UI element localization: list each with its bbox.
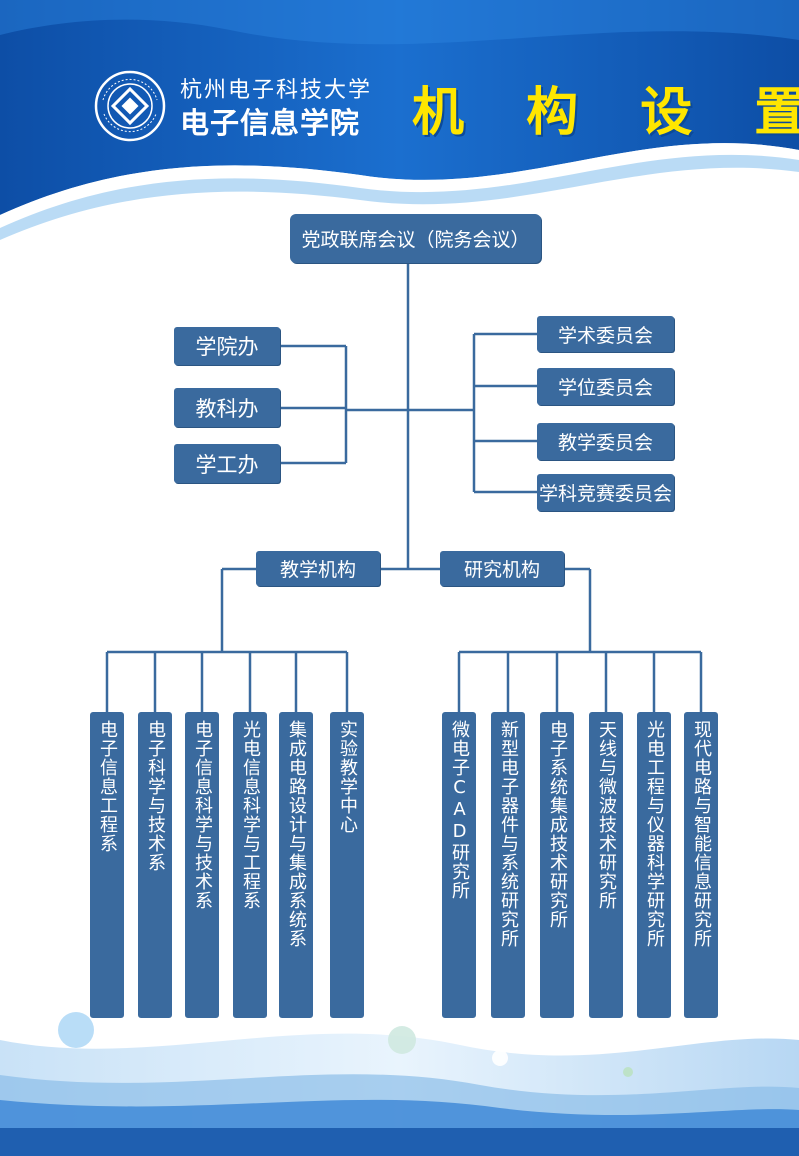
- office-node: 学院办: [174, 327, 280, 365]
- research-institutions-node: 研究机构: [440, 551, 564, 586]
- committee-node: 学术委员会: [537, 316, 674, 352]
- page-title: 机 构 设 置: [412, 82, 799, 143]
- root-node-party-council: 党政联席会议（院务会议）: [290, 214, 541, 263]
- research-unit: 新型电子器件与系统研究所: [491, 712, 525, 1018]
- committee-node: 学位委员会: [537, 368, 674, 405]
- university-name: 杭州电子科技大学: [180, 78, 373, 103]
- office-node: 学工办: [174, 444, 280, 483]
- teaching-unit: 电子信息工程系: [90, 712, 124, 1018]
- teaching-unit: 电子信息科学与技术系: [185, 712, 219, 1018]
- college-name: 电子信息学院: [180, 106, 361, 140]
- teaching-unit: 集成电路设计与集成系统系: [279, 712, 313, 1018]
- committee-node: 教学委员会: [537, 423, 674, 460]
- research-unit: 微电子CAD研究所: [442, 712, 476, 1018]
- teaching-institutions-node: 教学机构: [256, 551, 380, 586]
- teaching-unit: 光电信息科学与工程系: [233, 712, 267, 1018]
- footer-bar: [0, 1128, 799, 1156]
- college-logo: [94, 70, 166, 142]
- teaching-unit: 实验教学中心: [330, 712, 364, 1018]
- research-unit: 光电工程与仪器科学研究所: [637, 712, 671, 1018]
- teaching-unit: 电子科学与技术系: [138, 712, 172, 1018]
- office-node: 教科办: [174, 388, 280, 427]
- research-unit: 天线与微波技术研究所: [589, 712, 623, 1018]
- research-unit: 现代电路与智能信息研究所: [684, 712, 718, 1018]
- committee-node: 学科竞赛委员会: [537, 474, 674, 511]
- research-unit: 电子系统集成技术研究所: [540, 712, 574, 1018]
